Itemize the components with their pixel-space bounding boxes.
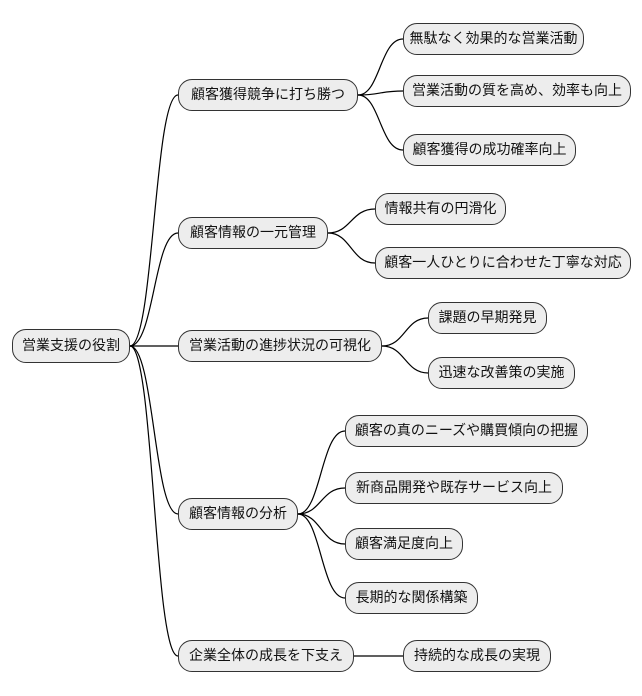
connector-branch-2-leaf-1	[327, 208, 376, 234]
connector-root-branch-2	[129, 232, 179, 347]
connector-branch-2-leaf-2	[327, 232, 376, 264]
connector-branch-1-leaf-3	[357, 94, 404, 151]
mindmap-leaf-node: 顧客の真のニーズや購買傾向の把握	[345, 415, 588, 447]
mindmap-leaf-node: 迅速な改善策の実施	[428, 357, 575, 389]
mindmap-leaf-node: 長期的な関係構築	[345, 582, 478, 614]
mindmap-branch-node: 顧客情報の一元管理	[178, 217, 328, 249]
connector-root-branch-4	[129, 345, 179, 515]
connector-branch-1-leaf-1	[357, 38, 404, 96]
mindmap-branch-node: 営業活動の進捗状況の可視化	[178, 330, 382, 362]
mindmap-leaf-node: 情報共有の円滑化	[375, 193, 506, 225]
mindmap-branch-node: 顧客獲得競争に打ち勝つ	[178, 79, 358, 111]
mindmap-root-node: 営業支援の役割	[12, 329, 130, 363]
mindmap-leaf-node: 無駄なく効果的な営業活動	[403, 23, 584, 55]
mindmap-leaf-node: 顧客一人ひとりに合わせた丁寧な対応	[375, 247, 631, 279]
connector-branch-3-leaf-1	[381, 317, 429, 347]
mindmap-leaf-node: 顧客満足度向上	[345, 528, 463, 560]
connector-branch-4-leaf-4	[297, 513, 346, 599]
connector-branch-4-leaf-2	[297, 487, 346, 515]
connector-root-branch-1	[129, 94, 179, 347]
connector-branch-4-leaf-1	[297, 430, 346, 515]
mindmap-branch-node: 企業全体の成長を下支え	[178, 640, 354, 672]
mindmap-branch-node: 顧客情報の分析	[178, 498, 298, 530]
mindmap-leaf-node: 新商品開発や既存サービス向上	[345, 472, 563, 504]
connector-branch-1-leaf-2	[357, 90, 404, 96]
mindmap-leaf-node: 持続的な成長の実現	[403, 640, 551, 672]
mindmap-leaf-node: 顧客獲得の成功確率向上	[403, 134, 576, 166]
mindmap-leaf-node: 課題の早期発見	[428, 302, 547, 334]
mindmap-leaf-node: 営業活動の質を高め、効率も向上	[403, 75, 631, 107]
connector-root-branch-5	[129, 345, 179, 657]
connector-branch-3-leaf-2	[381, 345, 429, 374]
connector-branch-4-leaf-3	[297, 513, 346, 545]
